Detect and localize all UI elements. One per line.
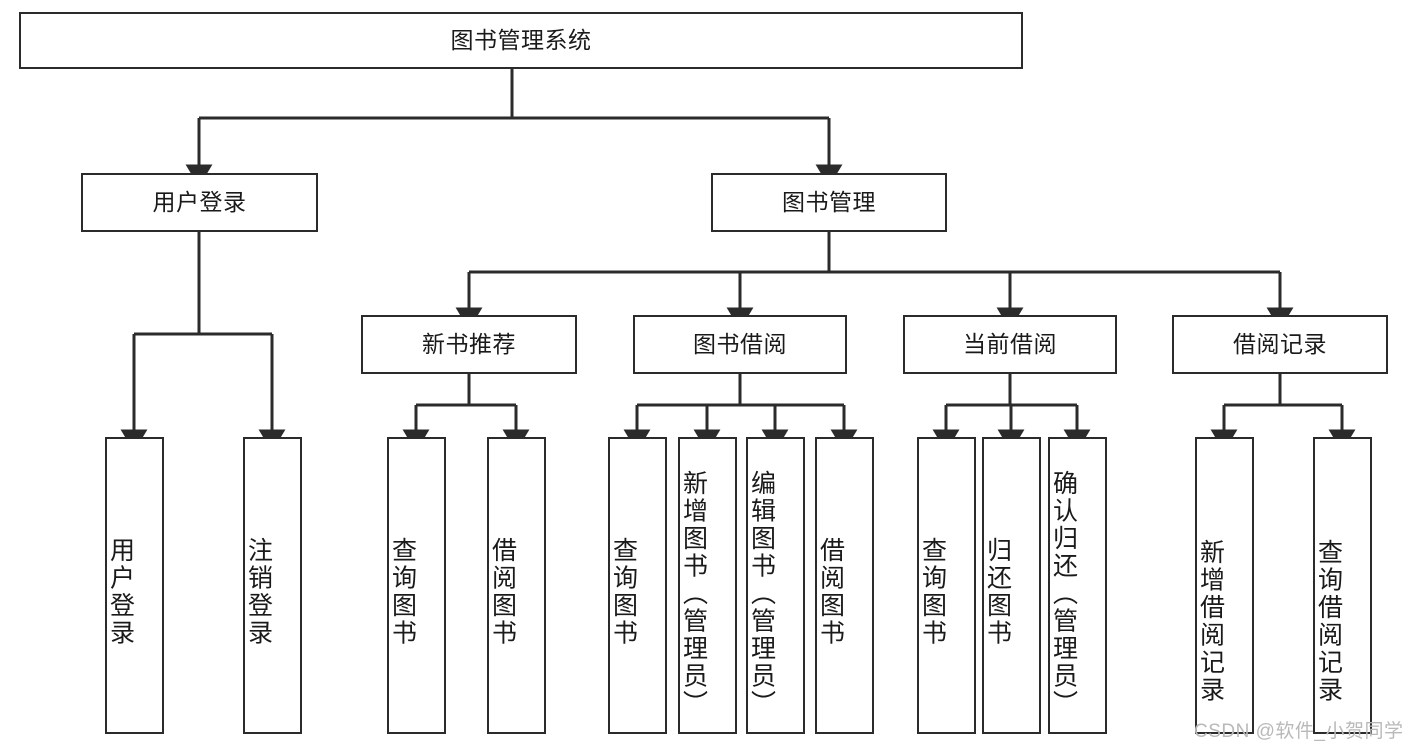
node-label-leaf-return-book: 归还图书 xyxy=(983,536,1012,647)
node-leaf-borrow-book-recommend[interactable]: 借阅图书 xyxy=(487,437,546,734)
node-user-login[interactable]: 用户登录 xyxy=(81,173,318,232)
node-leaf-confirm-return-admin[interactable]: 确认归还（管理员） xyxy=(1048,437,1107,734)
node-leaf-add-borrow-record[interactable]: 新增借阅记录 xyxy=(1195,437,1254,734)
node-book-manage[interactable]: 图书管理 xyxy=(711,173,947,232)
node-book-borrow[interactable]: 图书借阅 xyxy=(633,315,847,374)
node-label-leaf-query-book-3: 查询图书 xyxy=(918,536,947,647)
node-label-leaf-query-book-1: 查询图书 xyxy=(388,536,417,647)
node-label-leaf-query-record: 查询借阅记录 xyxy=(1314,539,1343,704)
node-label-borrow-record: 借阅记录 xyxy=(1233,330,1327,357)
node-leaf-query-book-borrow[interactable]: 查询图书 xyxy=(608,437,667,734)
node-label-leaf-add-book-admin: 新增图书（管理员） xyxy=(679,469,708,718)
node-borrow-record[interactable]: 借阅记录 xyxy=(1172,315,1388,374)
node-label-root: 图书管理系统 xyxy=(450,26,592,53)
node-root-system[interactable]: 图书管理系统 xyxy=(19,12,1023,69)
node-label-leaf-user-login: 用户登录 xyxy=(106,536,135,647)
node-label-leaf-add-record: 新增借阅记录 xyxy=(1196,539,1225,704)
node-leaf-query-borrow-record[interactable]: 查询借阅记录 xyxy=(1313,437,1372,734)
node-leaf-query-book-recommend[interactable]: 查询图书 xyxy=(387,437,446,734)
node-leaf-logout-login[interactable]: 注销登录 xyxy=(243,437,302,734)
node-current-borrow[interactable]: 当前借阅 xyxy=(903,315,1117,374)
node-label-book-manage: 图书管理 xyxy=(782,188,876,215)
node-label-leaf-query-book-2: 查询图书 xyxy=(609,536,638,647)
node-label-leaf-confirm-return: 确认归还（管理员） xyxy=(1049,469,1078,718)
node-leaf-query-book-current[interactable]: 查询图书 xyxy=(917,437,976,734)
node-label-leaf-logout-login: 注销登录 xyxy=(244,536,273,647)
node-label-current-borrow: 当前借阅 xyxy=(963,330,1057,357)
node-leaf-edit-book-admin[interactable]: 编辑图书（管理员） xyxy=(746,437,805,734)
node-leaf-return-book[interactable]: 归还图书 xyxy=(982,437,1041,734)
node-leaf-add-book-admin[interactable]: 新增图书（管理员） xyxy=(678,437,737,734)
node-label-leaf-edit-book-admin: 编辑图书（管理员） xyxy=(747,469,776,718)
node-label-leaf-borrow-book-2: 借阅图书 xyxy=(816,536,845,647)
node-label-new-book-recommend: 新书推荐 xyxy=(422,330,516,357)
node-label-book-borrow: 图书借阅 xyxy=(693,330,787,357)
node-leaf-user-login[interactable]: 用户登录 xyxy=(105,437,164,734)
csdn-watermark: CSDN @软件_小贺同学 xyxy=(1194,721,1404,742)
node-label-leaf-borrow-book-1: 借阅图书 xyxy=(488,536,517,647)
node-new-book-recommend[interactable]: 新书推荐 xyxy=(361,315,577,374)
node-label-user-login: 用户登录 xyxy=(152,188,247,215)
node-leaf-borrow-book-borrow[interactable]: 借阅图书 xyxy=(815,437,874,734)
